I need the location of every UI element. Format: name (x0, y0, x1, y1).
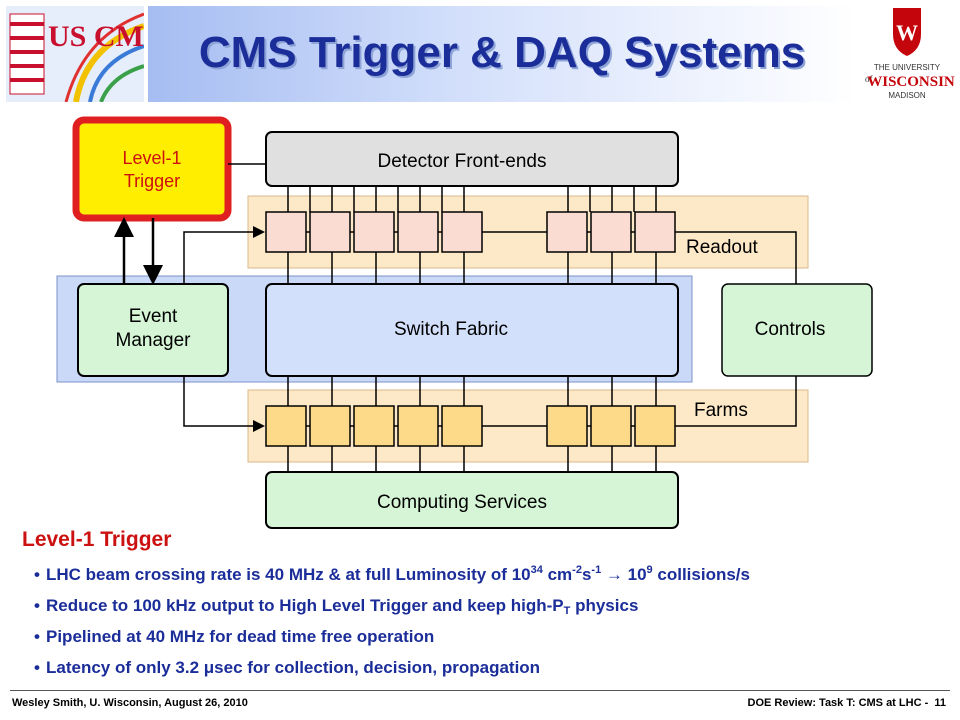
us-cms-logo: US CMS (6, 6, 144, 102)
manager-to-readout-arrow (183, 226, 265, 284)
readout-box (590, 211, 632, 253)
bullet-list: LHC beam crossing rate is 40 MHz & at fu… (34, 563, 952, 687)
switch-fabric-label: Switch Fabric (394, 319, 508, 340)
uw-crest-letter: W (896, 20, 918, 45)
bullet-item: Pipelined at 40 MHz for dead time free o… (34, 625, 952, 656)
footer-review: DOE Review: Task T: CMS at LHC - 11 (748, 697, 946, 709)
event-manager-label-line2: Manager (116, 330, 192, 351)
computing-services-box (265, 471, 679, 529)
farm-box (634, 405, 676, 447)
farm-box (546, 405, 588, 447)
farm-box (397, 405, 439, 447)
us-cms-logo-text: US CMS (48, 20, 144, 53)
detector-front-ends-box (265, 131, 679, 187)
readout-box (353, 211, 395, 253)
readout-box (546, 211, 588, 253)
readout-box (634, 211, 676, 253)
readout-box (441, 211, 483, 253)
extra-wires (309, 186, 635, 212)
farm-box (265, 405, 307, 447)
footer-rule (10, 690, 950, 691)
readout-box (309, 211, 351, 253)
farm-boxes (265, 405, 676, 447)
footer-author: Wesley Smith, U. Wisconsin, August 26, 2… (12, 697, 248, 709)
computing-services-label: Computing Services (377, 492, 547, 513)
title-band (148, 6, 856, 102)
readout-box (265, 211, 307, 253)
manager-to-farms-arrow (183, 376, 265, 432)
controls-box (721, 283, 873, 377)
farm-box (441, 405, 483, 447)
farm-box (353, 405, 395, 447)
controls-link (678, 231, 797, 284)
uw-madison-logo: W THE UNIVERSITY of WISCONSIN MADISON (865, 8, 955, 100)
daq-diagram: Detector Front-ends Switch Fabric Comput… (56, 116, 873, 529)
bullet-item: Reduce to 100 kHz output to High Level T… (34, 594, 952, 625)
readout-box (397, 211, 439, 253)
detector-front-ends-label: Detector Front-ends (378, 151, 547, 172)
controls-label: Controls (755, 319, 826, 340)
section-heading: Level-1 Trigger (22, 528, 172, 551)
bullet-item: Latency of only 3.2 μsec for collection,… (34, 656, 952, 687)
farm-box (309, 405, 351, 447)
farms-label: Farms (694, 400, 748, 421)
switch-fabric-box (265, 283, 679, 377)
page-title: CMS Trigger & DAQ Systems (198, 28, 806, 77)
level1-trigger-label-line2: Trigger (124, 171, 180, 191)
controls-farm-link (678, 376, 797, 427)
farm-box (590, 405, 632, 447)
level1-trigger-label-line1: Level-1 (122, 148, 181, 168)
readout-label: Readout (686, 237, 759, 258)
uw-logo-line1: THE UNIVERSITY (874, 63, 941, 72)
level1-trigger-box (72, 116, 232, 222)
readout-boxes (265, 211, 676, 253)
uw-logo-line3: MADISON (888, 91, 926, 100)
footer-review-label: DOE Review: Task T: CMS at LHC - (747, 697, 929, 709)
page-number: 11 (934, 697, 946, 709)
uw-logo-line2: WISCONSIN (867, 74, 955, 90)
uw-logo-of: of (865, 74, 873, 84)
bullet-item: LHC beam crossing rate is 40 MHz & at fu… (34, 563, 952, 594)
event-manager-label-line1: Event (129, 306, 178, 327)
